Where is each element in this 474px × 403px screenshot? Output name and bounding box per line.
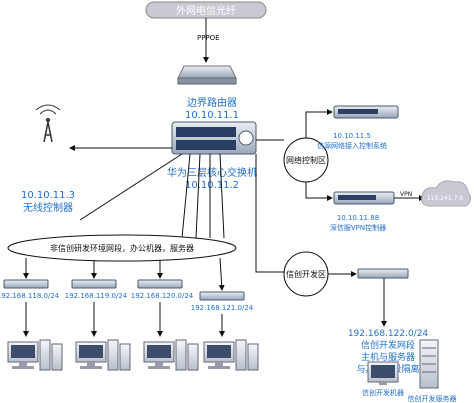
switch-to-zone-link-1: [181, 153, 191, 239]
subnet-1-hosts-icon: [7, 339, 63, 371]
cloud-ip: 119.241.7.8: [427, 195, 463, 202]
switch-to-zone-link-2: [195, 153, 201, 239]
vpn-device: [333, 191, 395, 205]
xinchuang-dev-machine-icon: [367, 361, 399, 385]
subnet-2-switch: [71, 279, 117, 289]
subnet-3-hosts-icon: [143, 339, 199, 371]
xinchuang-dev-machine-label: 信创开发机器: [362, 388, 404, 397]
pppoe-label: PPPOE: [197, 34, 220, 42]
zone-to-subnet-4-link: [218, 257, 225, 291]
vpn-link-label: VPN: [400, 191, 412, 198]
subnet-4-cidr: 192.168.121.0/24: [191, 304, 254, 312]
wireless-ap-icon: [35, 104, 61, 143]
vpn-device-name: 深信服VPN控制器: [330, 223, 386, 232]
core-switch-icon: [171, 121, 257, 155]
switch-to-xinchuang-zone-link: [255, 154, 284, 273]
control-to-access-link: [305, 109, 333, 138]
subnet-2-hosts-icon: [75, 339, 131, 371]
xinchuang-switch: [357, 268, 409, 279]
subnet-1-switch: [3, 279, 49, 289]
vpn-device-ip: 10.10.11.88: [337, 214, 379, 222]
switch-to-wlc-link: [79, 153, 183, 221]
xinchuang-dev-server-icon: [419, 339, 439, 389]
xinchuang-subnet-cidr: 192.168.122.0/24: [348, 329, 429, 339]
xinchuang-dev-server-label: 信创开发服务器: [408, 394, 457, 403]
access-controller-ip: 10.10.11.5: [333, 132, 371, 140]
border-router-name: 边界路由器: [187, 96, 237, 109]
xinchuang-subnet-line3: 主机与服务器: [361, 351, 415, 363]
non-xinchuang-zone-label: 非信创研发环境网段，办公机器，服务器: [50, 243, 194, 253]
xinchuang-subnet-line2: 信创开发网段: [361, 339, 415, 351]
isp-fiber-node: 外网电信光纤: [145, 1, 267, 19]
core-switch-name: 华为三层核心交换机: [167, 166, 257, 179]
control-to-vpn-link: [305, 182, 333, 201]
subnet-3-switch: [137, 279, 183, 289]
wireless-controller-ip: 10.10.11.3: [21, 190, 75, 201]
border-router-icon: [177, 65, 237, 85]
subnet-4-switch: [199, 291, 245, 301]
subnet-4-hosts-icon: [203, 339, 259, 371]
isp-fiber-label: 外网电信光纤: [176, 4, 236, 17]
network-control-zone-label: 网络控制区: [286, 155, 326, 165]
switch-to-zone-link-4: [219, 153, 225, 239]
subnet-2-cidr: 192.168.119.0/24: [65, 292, 128, 300]
subnet-1-cidr: 192.168.118.0/24: [0, 292, 60, 300]
core-switch-ip: 10.10.11.2: [185, 180, 239, 191]
access-controller-name: 信源网络接入控制系统: [317, 141, 387, 150]
non-xinchuang-zone-ellipse: [7, 234, 237, 262]
access-controller-device: [333, 105, 399, 119]
subnet-3-cidr: 192.168.120.0/24: [131, 292, 194, 300]
cloud-icon: [421, 180, 472, 207]
xinchuang-zone-label: 信创开发区: [286, 269, 326, 279]
border-router-ip: 10.10.11.1: [185, 110, 239, 121]
wireless-controller-name: 无线控制器: [23, 201, 73, 214]
